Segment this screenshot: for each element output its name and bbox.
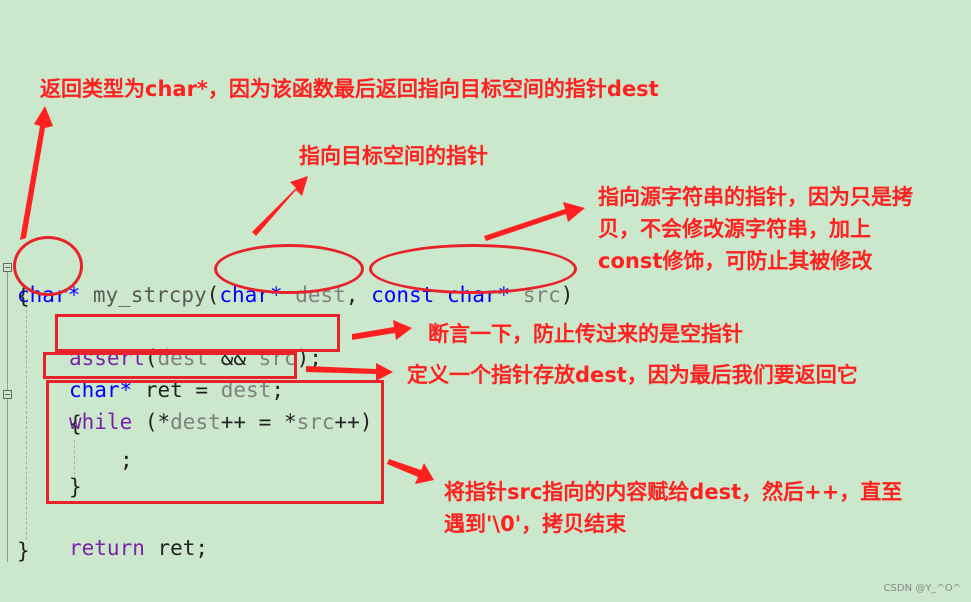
param-comma: , (345, 283, 359, 307)
annotation-dest-param: 指向目标空间的指针 (299, 144, 488, 168)
while-part-b: ++ = * (220, 410, 297, 434)
code-line-while: while (*dest++ = *src++) (69, 383, 372, 435)
code-line-return: return ret; (69, 509, 208, 561)
highlight-dest-param (214, 244, 364, 294)
arrow-ret (306, 363, 393, 381)
annotation-return-type: 返回类型为char*，因为该函数最后返回指向目标空间的指针dest (40, 77, 659, 101)
highlight-while-loop (46, 380, 384, 504)
annotation-src-param-line2: 贝，不会修改源字符串，加上 (598, 217, 871, 241)
arrow-while-loop (387, 459, 434, 484)
arrow-return-type (20, 106, 53, 240)
annotation-loop-line2: 遇到'\0'，拷贝结束 (444, 512, 627, 536)
watermark: CSDN @Y_^O^ (883, 583, 961, 594)
while-part-c: ++) (334, 410, 373, 434)
function-name: my_strcpy (92, 283, 207, 307)
code-inner-close: } (69, 475, 82, 499)
fold-marker-function[interactable] (3, 263, 12, 272)
annotation-ret: 定义一个指针存放dest，因为最后我们要返回它 (407, 363, 858, 387)
return-keyword: return (69, 536, 145, 560)
code-inner-open: { (69, 412, 82, 436)
highlight-assert (55, 314, 340, 352)
indent-guide-inner (74, 440, 75, 480)
code-close-brace: } (17, 539, 30, 563)
paren-close: ) (560, 283, 574, 307)
return-value: ret; (144, 536, 209, 560)
while-part-a: (* (132, 410, 171, 434)
arrow-assert (352, 320, 412, 340)
annotation-src-param-line1: 指向源字符串的指针，因为只是拷 (598, 185, 913, 209)
annotation-loop-line1: 将指针src指向的内容赋给dest，然后++，直至 (444, 480, 903, 504)
while-src: src (296, 410, 335, 434)
highlight-return-type (13, 236, 83, 296)
ret-semicolon: ; (271, 378, 284, 402)
while-dest: dest (170, 410, 221, 434)
highlight-src-param (369, 244, 577, 294)
arrow-src-param (484, 202, 585, 241)
paren-open: ( (206, 283, 220, 307)
annotation-src-param-line3: const修饰，可防止其被修改 (598, 249, 873, 273)
annotation-assert: 断言一下，防止传过来的是空指针 (428, 322, 743, 346)
arrow-dest-param (252, 176, 308, 236)
fold-line-function (7, 272, 8, 562)
indent-guide (26, 300, 27, 540)
fold-marker-while[interactable] (3, 390, 12, 399)
code-inner-semicolon: ; (120, 448, 133, 472)
highlight-ret (43, 352, 297, 379)
while-keyword: while (69, 410, 133, 434)
